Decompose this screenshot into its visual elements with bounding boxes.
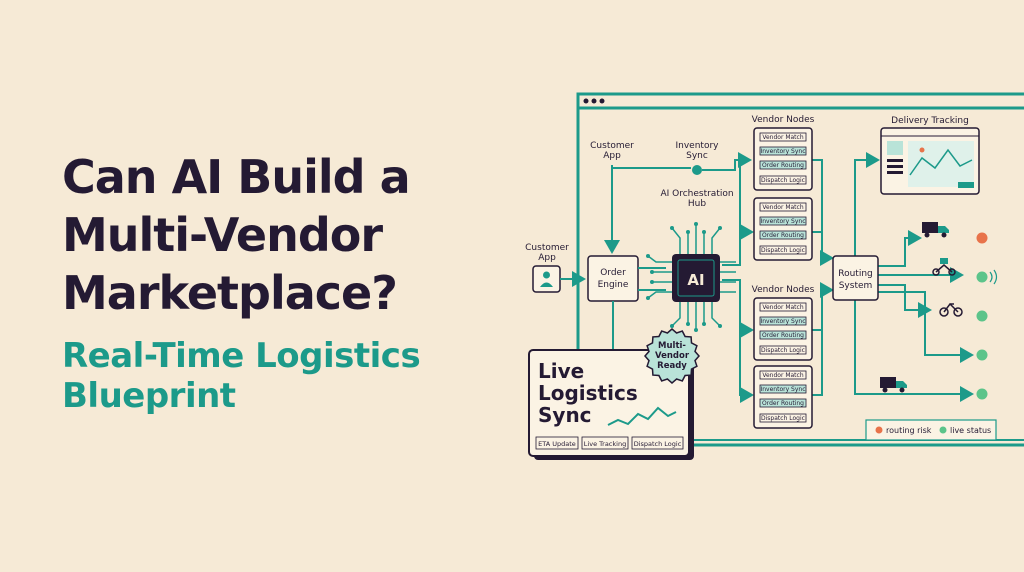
live-status-icon [976, 271, 988, 283]
legend-live-label: live status [950, 426, 991, 435]
truck-icon [880, 377, 907, 393]
window-dot-icon [599, 98, 605, 104]
live-card-title-3: Sync [538, 403, 592, 427]
vendor-step-inventory: Inventory Sync [760, 386, 805, 393]
inventory-sync-label-2: Sync [686, 151, 708, 161]
badge-line-3: Ready [657, 361, 687, 371]
user-icon [540, 271, 553, 287]
truck-icon [922, 222, 949, 238]
inventory-sync-node-icon [692, 165, 702, 175]
vendor-nodes-title-bottom: Vendor Nodes [752, 285, 815, 295]
vendor-step-dispatch: Dispatch Logic [761, 247, 805, 254]
routing-system-label-2: System [839, 281, 873, 291]
ai-hub-label-2: Hub [688, 199, 706, 209]
ai-chip-icon [646, 222, 736, 332]
delivery-tracking-title: Delivery Tracking [891, 116, 969, 126]
vendor-step-match: Vendor Match [762, 372, 803, 379]
vendor-nodes-title-top: Vendor Nodes [752, 115, 815, 125]
vendor-step-inventory: Inventory Sync [760, 318, 805, 325]
live-status-icon [976, 388, 988, 400]
customer-app-left-label-1: Customer [525, 243, 569, 253]
vendor-step-routing: Order Routing [762, 232, 804, 239]
legend: routing risk live status [865, 419, 997, 441]
customer-app-box [532, 265, 561, 293]
vendor-step-routing: Order Routing [762, 332, 804, 339]
scooter-icon [932, 258, 956, 276]
map-pin-icon [919, 147, 925, 153]
multi-vendor-badge [644, 328, 700, 384]
order-engine-label-2: Engine [598, 280, 629, 290]
vendor-step-match: Vendor Match [762, 134, 803, 141]
vendor-card: Vendor Match Inventory Sync Order Routin… [753, 127, 813, 191]
connector-lines [560, 152, 1024, 441]
subheadline-line-2: Blueprint [62, 376, 236, 416]
headline-line-3: Marketplace? [62, 266, 398, 320]
headline-line-2: Multi-Vendor [62, 208, 383, 262]
legend-live-icon [939, 426, 947, 434]
headline-block: Can AI Build a Multi-Vendor Marketplace?… [62, 148, 502, 416]
vendor-step-inventory: Inventory Sync [760, 148, 805, 155]
live-status-icon [976, 349, 988, 361]
vendor-card: Vendor Match Inventory Sync Order Routin… [753, 197, 813, 261]
vendor-card: Vendor Match Inventory Sync Order Routin… [753, 365, 813, 429]
window-dot-icon [583, 98, 589, 104]
customer-app-top-label-1: Customer [590, 141, 634, 151]
order-engine-box [587, 255, 639, 302]
live-card-chip-tracking: Live Tracking [584, 440, 626, 448]
badge-line-1: Multi- [658, 341, 686, 351]
customer-app-left-label-2: App [538, 253, 556, 263]
risk-status-icon [976, 232, 988, 244]
badge-line-2: Vendor [655, 351, 690, 361]
ai-hub-label-1: AI Orchestration [660, 189, 733, 199]
ai-chip-label: AI [687, 271, 704, 289]
vendor-step-inventory: Inventory Sync [760, 218, 805, 225]
legend-risk-label: routing risk [886, 426, 932, 435]
vendor-step-dispatch: Dispatch Logic [761, 347, 805, 354]
vendor-step-dispatch: Dispatch Logic [761, 177, 805, 184]
bicycle-icon [939, 302, 963, 317]
vendor-step-dispatch: Dispatch Logic [761, 415, 805, 422]
delivery-tracking-panel [880, 127, 980, 195]
live-card-title-2: Logistics [538, 381, 638, 405]
routing-system-box [832, 255, 879, 301]
inventory-sync-label-1: Inventory [676, 141, 720, 151]
live-card-chip-eta: ETA Update [538, 440, 576, 448]
live-card-chip-dispatch: Dispatch Logic [634, 440, 682, 448]
vendor-step-routing: Order Routing [762, 162, 804, 169]
live-status-icon [976, 310, 988, 322]
vendor-step-routing: Order Routing [762, 400, 804, 407]
vendor-step-match: Vendor Match [762, 304, 803, 311]
routing-system-label-1: Routing [838, 269, 873, 279]
window-dot-icon [591, 98, 597, 104]
customer-app-top-label-2: App [603, 151, 621, 161]
headline-line-1: Can AI Build a [62, 150, 411, 204]
live-logistics-card [528, 349, 694, 460]
live-card-title-1: Live [538, 359, 584, 383]
order-engine-label-1: Order [600, 268, 626, 278]
legend-risk-icon [875, 426, 883, 434]
vendor-step-match: Vendor Match [762, 204, 803, 211]
subheadline-line-1: Real-Time Logistics [62, 336, 421, 376]
vendor-card: Vendor Match Inventory Sync Order Routin… [753, 297, 813, 361]
